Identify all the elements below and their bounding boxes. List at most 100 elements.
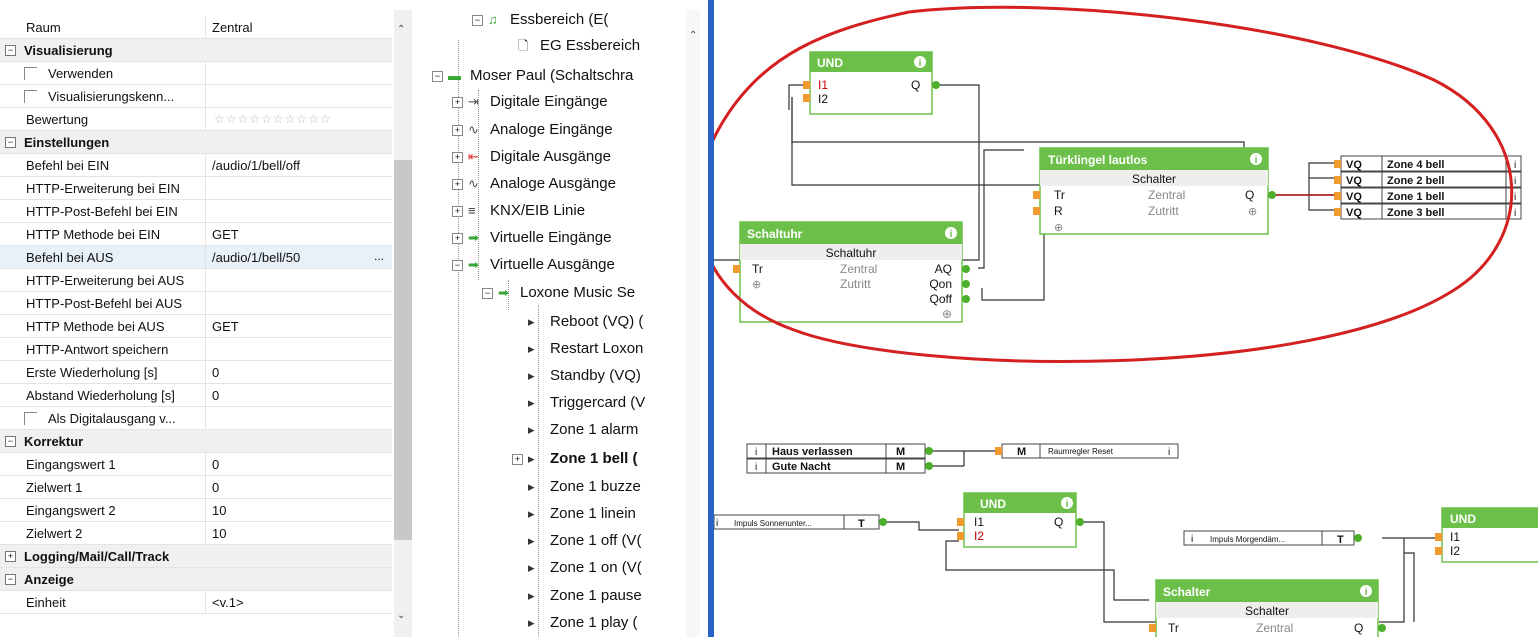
property-value[interactable]: <v.1> xyxy=(212,595,244,610)
property-category[interactable]: −Visualisierung xyxy=(0,39,392,62)
property-row[interactable]: Befehl bei AUS/audio/1/bell/50... xyxy=(0,246,392,269)
tree-item[interactable]: ▬Moser Paul (Schaltschra xyxy=(448,64,633,88)
checkbox[interactable] xyxy=(24,412,37,425)
output-pin[interactable] xyxy=(1354,534,1362,542)
tree-item[interactable]: ∿Analoge Ausgänge xyxy=(468,172,616,196)
tree-item[interactable]: ▸Zone 1 play ( xyxy=(528,611,638,635)
property-category[interactable]: −Einstellungen xyxy=(0,131,392,154)
property-value[interactable]: GET xyxy=(212,227,239,242)
info-icon[interactable] xyxy=(945,227,957,239)
expand-icon[interactable]: + xyxy=(452,97,463,108)
property-category[interactable]: −Korrektur xyxy=(0,430,392,453)
info-icon[interactable] xyxy=(1250,153,1262,165)
tree-item[interactable]: ▸Zone 1 buzze xyxy=(528,475,641,499)
property-row[interactable]: Befehl bei EIN/audio/1/bell/off xyxy=(0,154,392,177)
tree-item[interactable]: ♫Essbereich (E( xyxy=(488,8,608,32)
tree-item[interactable]: ▸Triggercard (V xyxy=(528,391,645,415)
collapse-icon[interactable]: − xyxy=(452,260,463,271)
tree-item[interactable]: ∿Analoge Eingänge xyxy=(468,118,613,142)
property-row[interactable]: Einheit<v.1> xyxy=(0,591,392,614)
property-row[interactable]: Visualisierungskenn... xyxy=(0,85,392,108)
property-category[interactable]: +Logging/Mail/Call/Track xyxy=(0,545,392,568)
expand-icon[interactable]: + xyxy=(5,551,16,562)
tree-item[interactable]: 🗋EG Essbereich xyxy=(518,34,640,58)
checkbox[interactable] xyxy=(24,90,37,103)
collapse-icon[interactable]: − xyxy=(5,45,16,56)
tree-item[interactable]: ▸Zone 1 on (V( xyxy=(528,556,642,580)
property-row[interactable]: HTTP-Post-Befehl bei AUS xyxy=(0,292,392,315)
expand-icon[interactable]: + xyxy=(452,206,463,217)
expand-icon[interactable]: + xyxy=(452,179,463,190)
collapse-icon[interactable]: − xyxy=(5,574,16,585)
expand-icon[interactable]: + xyxy=(452,152,463,163)
collapse-icon[interactable]: − xyxy=(5,137,16,148)
property-value[interactable]: 10 xyxy=(212,503,227,518)
expand-icon[interactable]: + xyxy=(512,454,523,465)
property-value[interactable]: 0 xyxy=(212,365,220,380)
tree-item[interactable]: ➡Loxone Music Se xyxy=(498,281,635,305)
panel-splitter[interactable] xyxy=(412,0,429,637)
tree-item[interactable]: ▸Zone 1 bell ( xyxy=(528,447,638,471)
collapse-icon[interactable]: − xyxy=(432,71,443,82)
property-row[interactable]: Bewertung☆☆☆☆☆☆☆☆☆☆ xyxy=(0,108,392,131)
input-pin[interactable] xyxy=(803,81,810,89)
property-value[interactable]: 10 xyxy=(212,526,227,541)
expand-icon[interactable]: + xyxy=(452,125,463,136)
collapse-icon[interactable]: − xyxy=(5,436,16,447)
property-category[interactable]: −Anzeige xyxy=(0,568,392,591)
input-pin[interactable] xyxy=(1033,191,1040,199)
output-pin[interactable] xyxy=(932,81,940,89)
input-pin[interactable] xyxy=(957,518,964,526)
tree-item[interactable]: ➡Virtuelle Ausgänge xyxy=(468,253,615,277)
collapse-icon[interactable]: − xyxy=(482,288,493,299)
info-icon[interactable] xyxy=(1061,497,1073,509)
output-pin[interactable] xyxy=(925,462,933,470)
canvas-divider[interactable] xyxy=(708,0,714,637)
browse-button[interactable]: ... xyxy=(374,249,385,263)
input-pin[interactable] xyxy=(1334,160,1341,168)
input-pin[interactable] xyxy=(733,265,740,273)
property-value[interactable]: Zentral xyxy=(212,20,253,35)
output-pin[interactable] xyxy=(1378,624,1386,632)
scroll-down-icon[interactable]: ⌄ xyxy=(397,610,406,621)
property-row[interactable]: HTTP-Erweiterung bei AUS xyxy=(0,269,392,292)
property-row[interactable]: Erste Wiederholung [s]0 xyxy=(0,361,392,384)
property-value[interactable]: 0 xyxy=(212,480,220,495)
property-value[interactable]: /audio/1/bell/50 xyxy=(212,250,301,265)
tree-item[interactable]: ▸Restart Loxon xyxy=(528,337,643,361)
property-row[interactable]: HTTP-Erweiterung bei EIN xyxy=(0,177,392,200)
tree-item[interactable]: ≡KNX/EIB Linie xyxy=(468,199,585,223)
property-value[interactable]: GET xyxy=(212,319,239,334)
properties-scrollbar[interactable]: ⌃ ⌄ xyxy=(394,10,412,637)
output-pin[interactable] xyxy=(962,295,970,303)
tree-item[interactable]: ▸Standby (VQ) xyxy=(528,364,641,388)
tree-item[interactable]: ▸Zone 1 linein xyxy=(528,502,636,526)
tree-item[interactable]: ▸Zone 1 off (V( xyxy=(528,529,641,553)
tree-item[interactable]: ⇥Digitale Eingänge xyxy=(468,90,608,114)
tree-scrollbar[interactable]: ⌃ xyxy=(686,10,700,637)
property-value[interactable]: 0 xyxy=(212,457,220,472)
property-row[interactable]: Als Digitalausgang v... xyxy=(0,407,392,430)
input-pin[interactable] xyxy=(803,94,810,102)
property-value[interactable]: /audio/1/bell/off xyxy=(212,158,300,173)
tree-item[interactable]: ▸Reboot (VQ) ( xyxy=(528,310,643,334)
property-row[interactable]: Abstand Wiederholung [s]0 xyxy=(0,384,392,407)
input-pin[interactable] xyxy=(1435,547,1442,555)
input-pin[interactable] xyxy=(1435,533,1442,541)
property-row[interactable]: HTTP-Antwort speichern xyxy=(0,338,392,361)
input-pin[interactable] xyxy=(1033,207,1040,215)
tree-item[interactable]: ➡Virtuelle Eingänge xyxy=(468,226,611,250)
properties-scroll-thumb[interactable] xyxy=(394,160,412,540)
property-row[interactable]: HTTP-Post-Befehl bei EIN xyxy=(0,200,392,223)
input-pin[interactable] xyxy=(1149,624,1156,632)
input-pin[interactable] xyxy=(957,532,964,540)
expand-icon[interactable]: + xyxy=(452,233,463,244)
tree-item[interactable]: ⇤Digitale Ausgänge xyxy=(468,145,611,169)
